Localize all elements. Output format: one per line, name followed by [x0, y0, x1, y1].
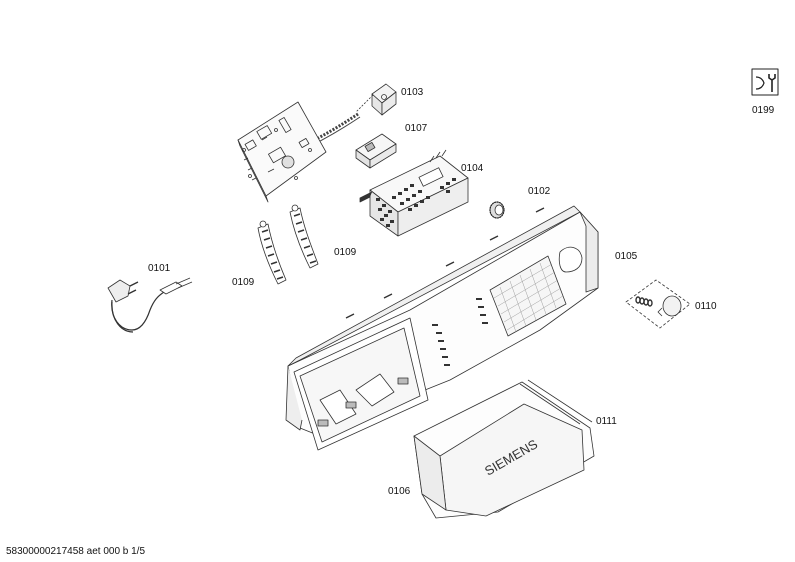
label-0105: 0105	[615, 251, 638, 262]
part-0103-sensor-board	[355, 83, 397, 116]
part-0101-power-cord	[107, 277, 193, 333]
part-0102-knob-ring	[489, 201, 505, 219]
label-0109-right: 0109	[334, 247, 357, 258]
part-0105-control-panel	[285, 205, 599, 451]
document-footer: 58300000217458 aet 000 b 1/5	[6, 546, 146, 557]
label-0103: 0103	[401, 87, 424, 98]
part-0104-keypad	[359, 149, 469, 237]
label-0109-left: 0109	[232, 277, 255, 288]
part-0109-light-guide-left	[257, 220, 287, 285]
part-0107-display-board	[355, 133, 397, 169]
part-0111-drawer-front	[413, 379, 595, 519]
label-0111: 0111	[596, 416, 617, 427]
part-0110-program-knob	[625, 279, 691, 329]
label-0101: 0101	[148, 263, 171, 274]
label-0102: 0102	[528, 186, 551, 197]
part-0109-light-guide-right	[289, 204, 319, 269]
wrench-manual-icon	[751, 68, 779, 96]
label-0104: 0104	[461, 163, 484, 174]
label-0110: 0110	[695, 301, 717, 312]
part-main-pcb	[237, 101, 327, 203]
label-0199: 0199	[752, 105, 775, 116]
label-0106: 0106	[388, 486, 411, 497]
label-0107: 0107	[405, 123, 428, 134]
